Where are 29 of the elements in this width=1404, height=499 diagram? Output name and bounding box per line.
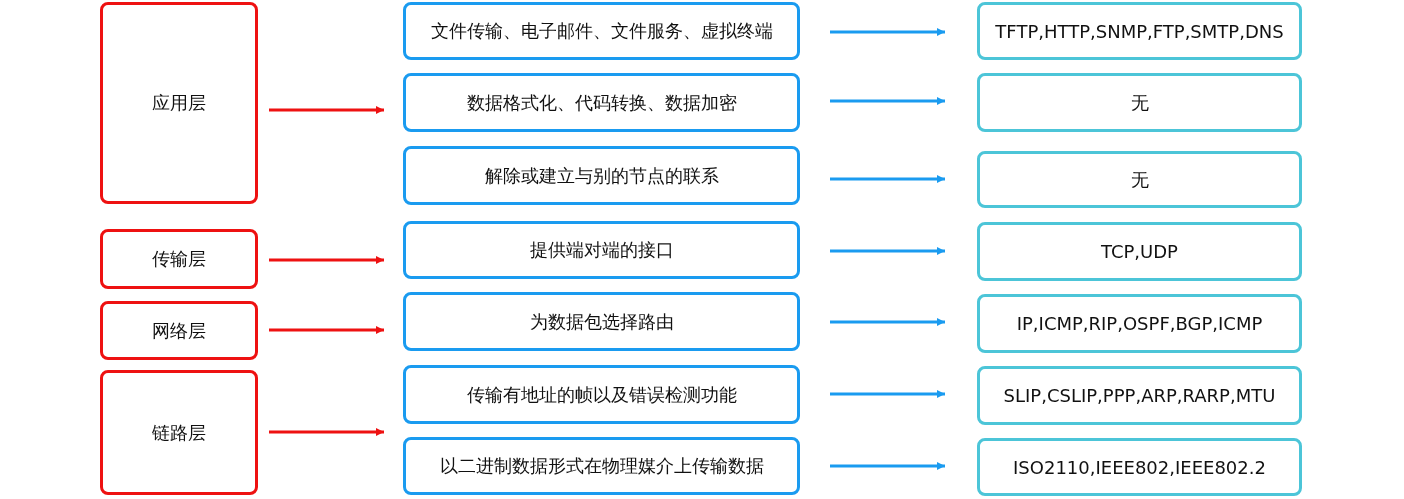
arrow bbox=[830, 462, 945, 470]
arrow bbox=[269, 256, 384, 264]
arrow bbox=[269, 326, 384, 334]
function-box: 为数据包选择路由 bbox=[403, 292, 800, 351]
arrow bbox=[830, 318, 945, 326]
protocol-box: SLIP,CSLIP,PPP,ARP,RARP,MTU bbox=[977, 366, 1302, 425]
function-box: 解除或建立与别的节点的联系 bbox=[403, 146, 800, 205]
arrow bbox=[269, 428, 384, 436]
layer-box: 链路层 bbox=[100, 370, 258, 495]
layer-box: 应用层 bbox=[100, 2, 258, 204]
arrow bbox=[830, 390, 945, 398]
arrow bbox=[269, 106, 384, 114]
protocol-box: 无 bbox=[977, 151, 1302, 208]
protocol-box: TCP,UDP bbox=[977, 222, 1302, 281]
protocol-box: 无 bbox=[977, 73, 1302, 132]
layer-box: 传输层 bbox=[100, 229, 258, 289]
protocol-box: IP,ICMP,RIP,OSPF,BGP,ICMP bbox=[977, 294, 1302, 353]
arrow bbox=[830, 28, 945, 36]
protocol-box: ISO2110,IEEE802,IEEE802.2 bbox=[977, 438, 1302, 496]
function-box: 数据格式化、代码转换、数据加密 bbox=[403, 73, 800, 132]
function-box: 以二进制数据形式在物理媒介上传输数据 bbox=[403, 437, 800, 495]
function-box: 传输有地址的帧以及错误检测功能 bbox=[403, 365, 800, 424]
function-box: 文件传输、电子邮件、文件服务、虚拟终端 bbox=[403, 2, 800, 60]
function-box: 提供端对端的接口 bbox=[403, 221, 800, 279]
arrow bbox=[830, 175, 945, 183]
arrow bbox=[830, 247, 945, 255]
layer-box: 网络层 bbox=[100, 301, 258, 360]
arrow bbox=[830, 97, 945, 105]
protocol-box: TFTP,HTTP,SNMP,FTP,SMTP,DNS bbox=[977, 2, 1302, 60]
